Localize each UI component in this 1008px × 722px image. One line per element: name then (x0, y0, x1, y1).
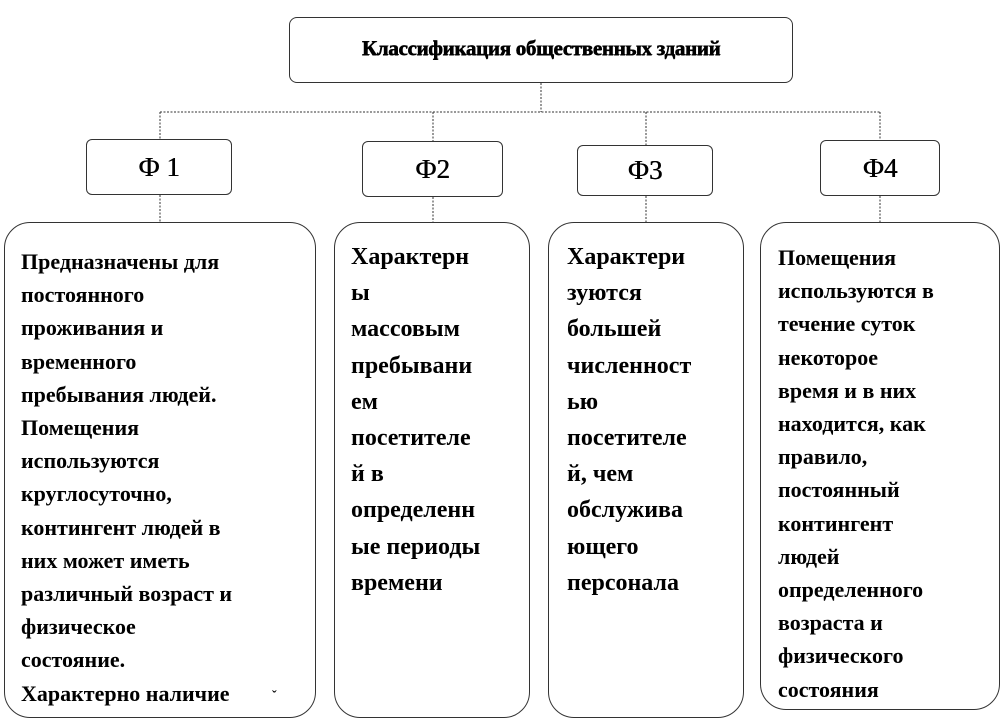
category-box-f1: Ф 1 (86, 139, 232, 195)
description-box-f3: Характери зуются большей численност ью п… (548, 222, 744, 718)
category-label: Ф 1 (138, 151, 180, 182)
category-box-f3: Ф3 (577, 145, 713, 196)
description-text: Помещения используются в течение суток н… (778, 245, 934, 702)
text-overflow-mark: ˇ (272, 689, 277, 704)
description-box-f2: Характерн ы массовым пребывани ем посети… (334, 222, 530, 718)
category-label: Ф4 (862, 152, 898, 183)
category-label: Ф3 (627, 155, 663, 185)
title-box: Классификация общественных зданий (289, 17, 793, 83)
diagram-title: Классификация общественных зданий (361, 36, 721, 60)
description-box-f1: Предназначены для постоянного проживания… (4, 222, 316, 718)
category-box-f4: Ф4 (820, 140, 940, 196)
description-text: Предназначены для постоянного проживания… (21, 249, 233, 706)
category-label: Ф2 (415, 153, 450, 184)
description-text: Характерн ы массовым пребывани ем посети… (351, 244, 481, 596)
description-box-f4: Помещения используются в течение суток н… (760, 222, 1000, 710)
category-box-f2: Ф2 (362, 141, 503, 197)
description-text: Характери зуются большей численност ью п… (567, 244, 692, 596)
